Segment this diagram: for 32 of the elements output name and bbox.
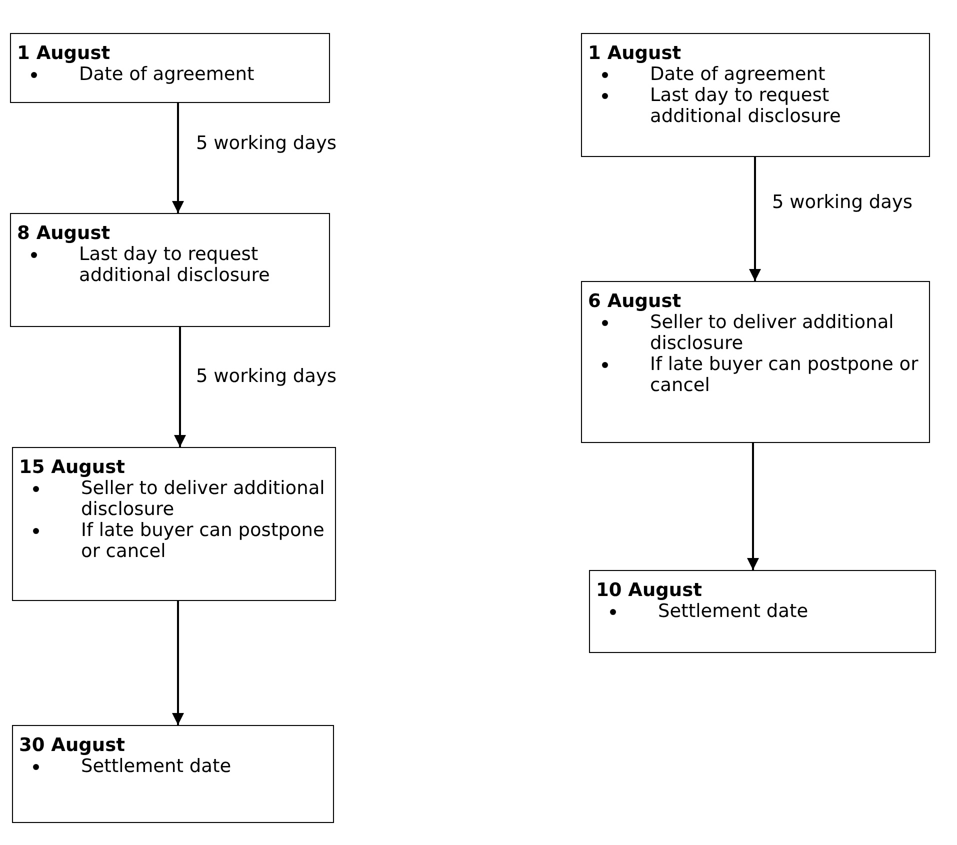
date-box [12,725,334,823]
date-heading: 8 August [17,223,110,244]
date-heading: 1 August [17,43,110,64]
bullet-item: Last day to request additional disclosure [79,244,270,286]
date-box [581,33,930,157]
date-box [581,281,930,443]
date-heading: 10 August [596,580,702,601]
date-heading: 15 August [19,457,125,478]
bullet-item: Settlement date [658,601,808,622]
arrow [749,157,761,281]
bullet-item: Seller to deliver additional disclosure [81,478,325,520]
date-box [10,33,330,103]
bullet-item: Settlement date [81,756,232,777]
date-box [10,213,330,327]
arrow [174,327,186,447]
arrow [747,443,759,570]
date-heading: 6 August [588,291,682,312]
edge-label: 5 working days [196,366,337,387]
date-box [12,447,336,601]
bullet-item: Date of agreement [650,64,826,85]
bullet-item: Seller to deliver additional disclosure [650,312,894,354]
bullet-item: If late buyer can postpone or cancel [81,520,324,562]
bullet-item: Last day to request additional disclosure [650,85,841,127]
bullet-item: If late buyer can postpone or cancel [650,354,918,396]
date-heading: 1 August [588,43,682,64]
bullet-item: Date of agreement [79,64,254,85]
edge-label: 5 working days [772,192,913,213]
arrow [172,103,184,213]
date-heading: 30 August [19,735,125,756]
arrow [172,601,184,725]
date-box [589,570,936,653]
edge-label: 5 working days [196,133,337,154]
